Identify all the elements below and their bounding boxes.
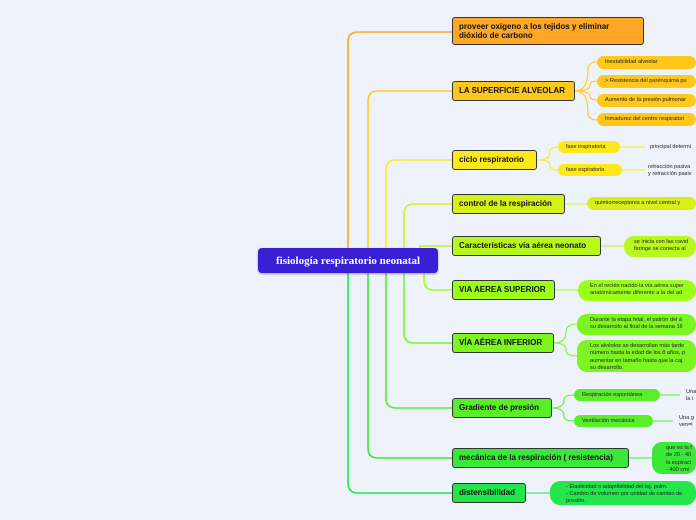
espontanea-detail: Una la i — [686, 389, 696, 402]
distensibilidad-child-text[interactable]: - Elasticidad o adaptibilidad del tej. p… — [550, 481, 696, 505]
link-b2-c1 — [536, 159, 559, 171]
fase-inspiratoria-detail: principal determi — [650, 144, 692, 150]
superficie-child-inestabilidad[interactable]: Inestabilidad alveolar — [597, 56, 696, 69]
branch-superficie-alveolar[interactable]: LA SUPERFICIE ALVEOLAR — [452, 81, 575, 101]
gradiente-child-espontanea[interactable]: Respiración espontánea — [574, 389, 660, 401]
link-b6-c0 — [553, 323, 578, 344]
link-b7-c1 — [551, 407, 575, 422]
link-root-b0 — [347, 31, 452, 248]
via-superior-child-text[interactable]: En el recién nacido la vía aérea super a… — [578, 280, 696, 301]
branch-mecanica-respiracion[interactable]: mecánica de la respiración ( resistencia… — [452, 448, 629, 468]
link-b7-c0 — [551, 394, 575, 409]
ciclo-child-fase-inspiratoria[interactable]: fase inspiratoria — [558, 141, 620, 153]
link-b1-c2 — [574, 90, 598, 101]
branch-via-aerea-superior[interactable]: VIA AEREA SUPERIOR — [452, 280, 555, 300]
link-root-b8 — [367, 273, 452, 459]
link-root-b9 — [347, 273, 452, 494]
via-inferior-child-fetal[interactable]: Durante la etapa fetal, el patrón del á … — [577, 314, 696, 335]
control-child-quimiorreceptores[interactable]: quimiorreceptores a nivel central y — [587, 197, 696, 210]
mecanica-child-text[interactable]: que es la f de 20 - 40 la espiraci - 400… — [652, 442, 696, 474]
superficie-child-inmadurez[interactable]: Inmadurez del centro respiratori — [597, 113, 696, 126]
central-topic[interactable]: fisiología respiratorio neonatal — [258, 248, 438, 273]
link-root-b3 — [403, 203, 452, 248]
link-root-b6 — [403, 273, 452, 344]
link-b1-c0 — [574, 61, 598, 92]
branch-gradiente-presion[interactable]: Gradiente de presión — [452, 398, 552, 418]
link-b1-c3 — [574, 90, 598, 121]
via-inferior-child-alveolos[interactable]: Los alvéolos se desarrollan más tarde nú… — [577, 340, 696, 372]
link-root-b1 — [367, 90, 452, 248]
branch-caracteristicas-via-aerea[interactable]: Características vía aérea neonato — [452, 236, 601, 256]
branch-proveer-oxigeno[interactable]: proveer oxigeno a los tejidos y eliminar… — [452, 17, 644, 45]
link-root-b7 — [385, 273, 452, 409]
superficie-child-resistencia[interactable]: > Resistencia del parénquima pu — [597, 75, 696, 88]
branch-via-aerea-inferior[interactable]: VÍA AÉREA INFERIOR — [452, 333, 554, 353]
gradiente-child-mecanica[interactable]: Ventilación mecánica — [574, 415, 653, 427]
link-b1-c1 — [574, 80, 598, 92]
link-b6-c1 — [553, 342, 578, 357]
ciclo-child-fase-espiratoria[interactable]: fase espiratoria — [558, 164, 622, 176]
branch-control-respiracion[interactable]: control de la respiración — [452, 194, 565, 214]
caracteristicas-child-text[interactable]: se inicia con las cavid faringe se conec… — [624, 236, 696, 257]
link-root-b4 — [419, 245, 452, 248]
link-root-b2 — [385, 159, 452, 248]
link-root-b5 — [423, 273, 452, 291]
superficie-child-presion[interactable]: Aumento de la presión pulmonar — [597, 94, 696, 107]
branch-ciclo-respiratorio[interactable]: ciclo respiratorio — [452, 150, 537, 170]
mecanica-detail: Una g ven=l — [679, 415, 694, 428]
link-b2-c0 — [536, 146, 559, 161]
fase-espiratoria-detail: retracción pasiva y retracción pasiv — [648, 164, 692, 177]
branch-distensibilidad[interactable]: distensibilidad — [452, 483, 526, 503]
